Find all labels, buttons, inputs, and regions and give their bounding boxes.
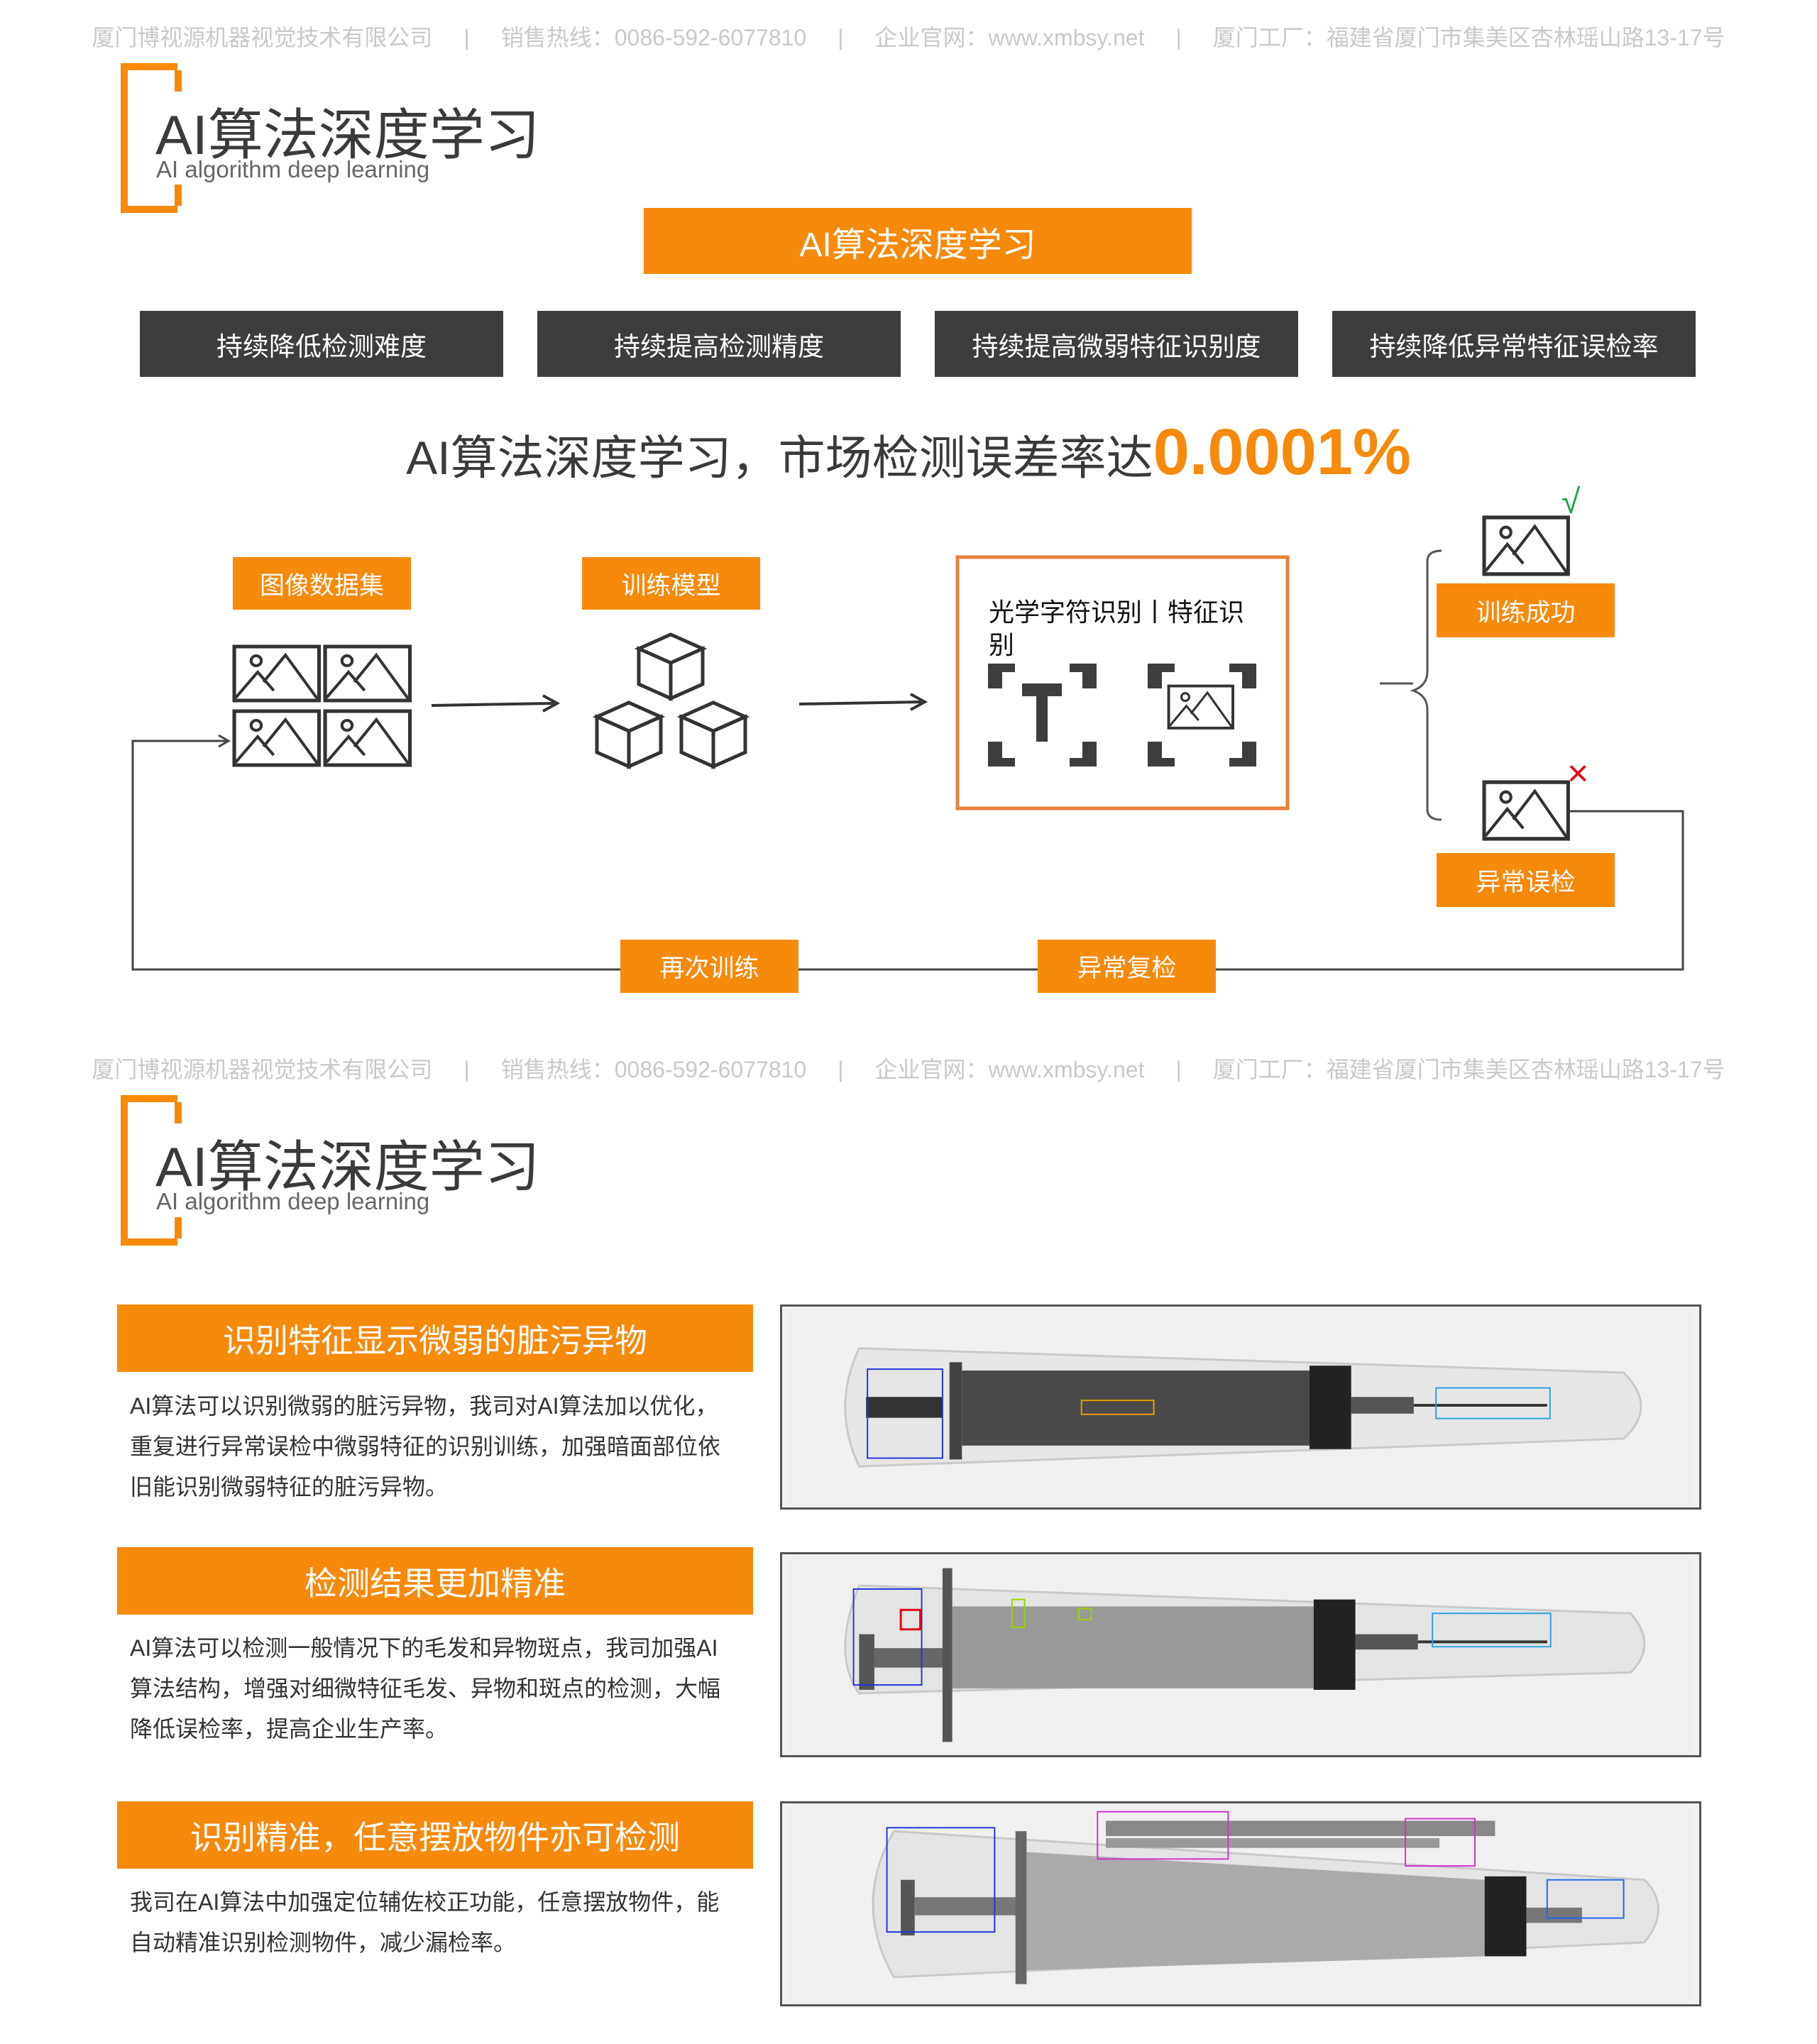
text-line: AI算法可以识别微弱的脏污异物，我司对AI算法加以优化， bbox=[130, 1393, 718, 1419]
text-line: 重复进行异常误检中微弱特征的识别训练，加强暗面部位依 bbox=[130, 1434, 721, 1459]
text-line: 降低误检率，提高企业生产率。 bbox=[130, 1716, 449, 1742]
cross-icon: × bbox=[1567, 753, 1589, 794]
website-link[interactable]: 企业官网：www.xmbsy.net bbox=[874, 25, 1145, 50]
label-train-model: 训练模型 bbox=[582, 557, 760, 610]
separator: | bbox=[838, 1057, 844, 1082]
section-title: AI算法深度学习 bbox=[155, 1136, 540, 1198]
item-heading: 检测结果更加精准 bbox=[117, 1547, 753, 1615]
text-line: AI算法可以检测一般情况下的毛发和异物斑点，我司加强AI bbox=[130, 1635, 718, 1661]
item-heading: 识别特征显示微弱的脏污异物 bbox=[117, 1304, 753, 1372]
ocr-t-icon bbox=[988, 664, 1097, 766]
label-false-detect: 异常误检 bbox=[1437, 853, 1615, 907]
feature-image-icon bbox=[1148, 664, 1256, 766]
label-retrain: 再次训练 bbox=[620, 940, 798, 993]
main-banner: AI算法深度学习 bbox=[644, 208, 1192, 274]
item-description: AI算法可以识别微弱的脏污异物，我司对AI算法加以优化， 重复进行异常误检中微弱特… bbox=[130, 1386, 754, 1507]
text-line: 我司在AI算法中加强定位辅佐校正功能，任意摆放物件，能 bbox=[130, 1889, 720, 1915]
separator: | bbox=[838, 25, 844, 50]
factory-address: 厦门工厂：福建省厦门市集美区杏林瑶山路13-17号 bbox=[1212, 25, 1725, 50]
section-subtitle: AI algorithm deep learning bbox=[156, 156, 430, 182]
headline-value: 0.0001% bbox=[1153, 416, 1411, 488]
title-bracket bbox=[121, 1095, 177, 1246]
label-recheck: 异常复检 bbox=[1038, 940, 1216, 993]
feature-improve-precision: 持续提高检测精度 bbox=[537, 311, 901, 377]
feature-reduce-difficulty: 持续降低检测难度 bbox=[140, 311, 503, 377]
bracket-tick bbox=[175, 1102, 182, 1123]
brace bbox=[1410, 549, 1442, 821]
arrow-icon bbox=[431, 694, 561, 713]
syringe-inspection-image-2 bbox=[780, 1552, 1701, 1757]
text-line: 旧能识别微弱特征的脏污异物。 bbox=[130, 1474, 449, 1500]
headline-text: AI算法深度学习，市场检测误差率达 bbox=[406, 432, 1153, 484]
hotline: 销售热线：0086-592-6077810 bbox=[500, 25, 807, 50]
section-subtitle: AI algorithm deep learning bbox=[156, 1188, 430, 1214]
separator: | bbox=[1175, 25, 1182, 50]
bracket-tick bbox=[175, 70, 182, 92]
label-train-success: 训练成功 bbox=[1437, 583, 1615, 637]
cubes-icon bbox=[597, 634, 745, 766]
item-description: 我司在AI算法中加强定位辅佐校正功能，任意摆放物件，能自动精准识别检测物件，减少… bbox=[130, 1882, 754, 1963]
headline: AI算法深度学习，市场检测误差率达0.0001% bbox=[0, 415, 1817, 490]
label-image-dataset: 图像数据集 bbox=[233, 557, 411, 610]
syringe-inspection-image-3 bbox=[780, 1801, 1701, 2006]
ocr-label: 光学字符识别丨特征识别 bbox=[989, 598, 1245, 659]
image-dataset-icon bbox=[234, 647, 410, 765]
website-link[interactable]: 企业官网：www.xmbsy.net bbox=[874, 1057, 1145, 1082]
item-description: AI算法可以检测一般情况下的毛发和异物斑点，我司加强AI 算法结构，增强对细微特征… bbox=[130, 1628, 754, 1749]
feature-reduce-false-rate: 持续降低异常特征误检率 bbox=[1332, 311, 1696, 377]
separator: | bbox=[1175, 1057, 1182, 1082]
contact-header: 厦门博视源机器视觉技术有限公司 | 销售热线：0086-592-6077810 | 企业… bbox=[0, 20, 1817, 53]
feedback-loop-line bbox=[131, 740, 1684, 971]
false-detect-image-icon bbox=[1484, 782, 1568, 839]
factory-address: 厦门工厂：福建省厦门市集美区杏林瑶山路13-17号 bbox=[1212, 1057, 1725, 1082]
arrow-icon bbox=[798, 693, 928, 711]
text-line: 自动精准识别检测物件，减少漏检率。 bbox=[130, 1930, 517, 1955]
success-image-icon bbox=[1484, 517, 1568, 574]
bracket-tick bbox=[175, 185, 182, 206]
feature-weak-recognition: 持续提高微弱特征识别度 bbox=[935, 311, 1298, 377]
syringe-inspection-image-1 bbox=[780, 1304, 1701, 1510]
separator: | bbox=[463, 1057, 470, 1082]
company-name: 厦门博视源机器视觉技术有限公司 bbox=[92, 25, 433, 50]
section-title: AI算法深度学习 bbox=[155, 104, 540, 166]
company-name: 厦门博视源机器视觉技术有限公司 bbox=[92, 1057, 433, 1082]
item-heading: 识别精准，任意摆放物件亦可检测 bbox=[117, 1801, 753, 1869]
separator: | bbox=[463, 25, 470, 50]
title-bracket bbox=[121, 63, 177, 213]
flow-diagram bbox=[131, 0, 1684, 971]
hotline: 销售热线：0086-592-6077810 bbox=[500, 1057, 807, 1082]
check-icon: √ bbox=[1561, 483, 1581, 521]
bracket-tick bbox=[175, 1217, 182, 1238]
text-line: 算法结构，增强对细微特征毛发、异物和斑点的检测，大幅 bbox=[130, 1676, 721, 1701]
contact-header-2: 厦门博视源机器视觉技术有限公司 | 销售热线：0086-592-6077810 | 企业… bbox=[0, 1052, 1817, 1084]
